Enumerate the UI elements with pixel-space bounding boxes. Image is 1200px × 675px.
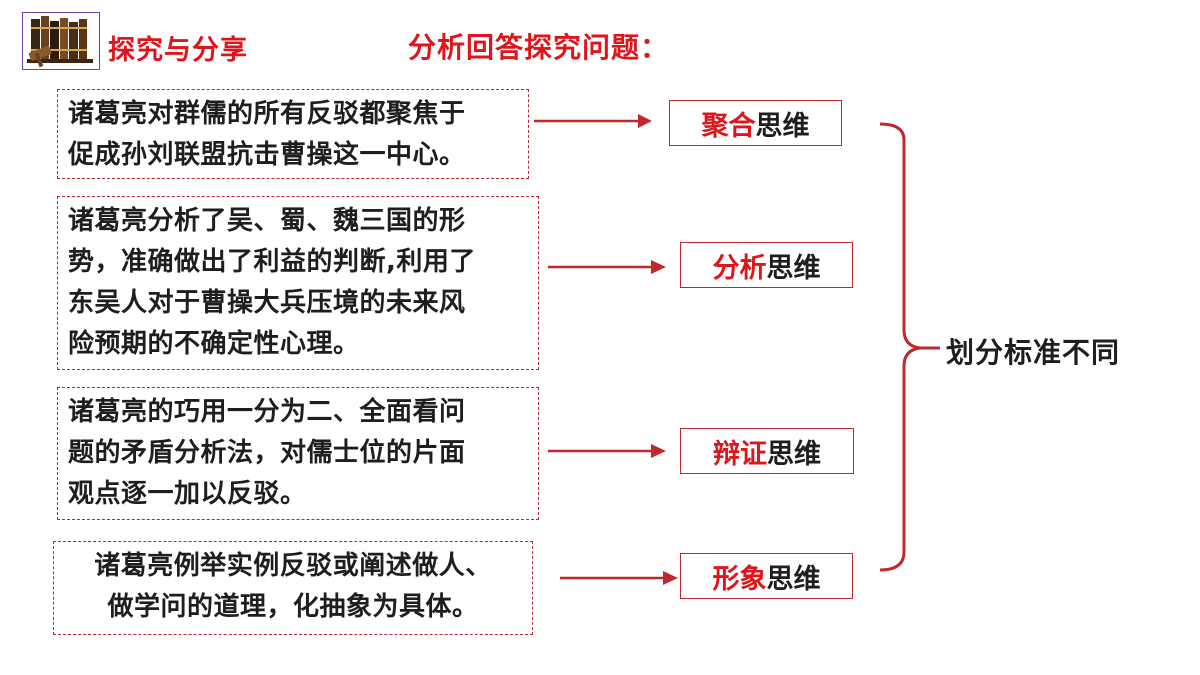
conclusion-label: 划分标准不同 [946,336,1121,369]
thinking-keyword: 分析 [712,252,767,284]
evidence-line: 促成孙刘联盟抗击曹操这一中心。 [68,140,466,170]
evidence-box-analytical: 诸葛亮分析了吴、蜀、魏三国的形 势，准确做出了利益的判断,利用了 东吴人对于曹操… [57,196,539,370]
evidence-line: 东吴人对于曹操大兵压境的未来风 [68,288,466,318]
evidence-line: 诸葛亮的巧用一分为二、全面看问 [68,397,466,427]
arrow-right-icon [548,444,666,458]
evidence-box-dialectical: 诸葛亮的巧用一分为二、全面看问 题的矛盾分析法，对儒士位的片面 观点逐一加以反驳… [57,387,539,520]
thinking-keyword: 形象 [712,563,767,595]
evidence-line: 险预期的不确定性心理。 [68,329,360,359]
evidence-box-imagery: 诸葛亮例举实例反驳或阐述做人、 做学问的道理，化抽象为具体。 [53,541,533,635]
thinking-box-dialectical: 辩证思维 [680,428,854,474]
evidence-box-convergent: 诸葛亮对群儒的所有反驳都聚焦于 促成孙刘联盟抗击曹操这一中心。 [57,89,529,179]
evidence-line: 做学问的道理，化抽象为具体。 [107,592,479,622]
thinking-box-analytical: 分析思维 [680,242,853,288]
thinking-suffix: 思维 [755,110,810,142]
section-title: 探究与分享 [108,35,248,66]
thinking-box-imagery: 形象思维 [680,553,853,599]
thinking-keyword: 辩证 [713,438,767,470]
evidence-line: 诸葛亮对群儒的所有反驳都聚焦于 [68,99,466,129]
prompt-title: 分析回答探究问题： [408,31,670,64]
evidence-line: 势，准确做出了利益的判断,利用了 [68,247,476,277]
arrow-right-icon [560,571,678,585]
right-brace-icon [879,122,921,572]
thinking-box-convergent: 聚合思维 [669,100,842,146]
thinking-suffix: 思维 [766,563,821,595]
arrow-right-icon [548,260,666,274]
evidence-line: 观点逐一加以反驳。 [68,479,307,509]
evidence-line: 诸葛亮分析了吴、蜀、魏三国的形 [68,206,466,236]
books-gavel-logo-icon [22,12,100,70]
thinking-suffix: 思维 [766,252,821,284]
thinking-keyword: 聚合 [701,110,756,142]
evidence-line: 题的矛盾分析法，对儒士位的片面 [68,438,466,468]
arrow-right-icon [534,114,652,128]
evidence-line: 诸葛亮例举实例反驳或阐述做人、 [94,551,492,581]
thinking-suffix: 思维 [767,438,821,470]
